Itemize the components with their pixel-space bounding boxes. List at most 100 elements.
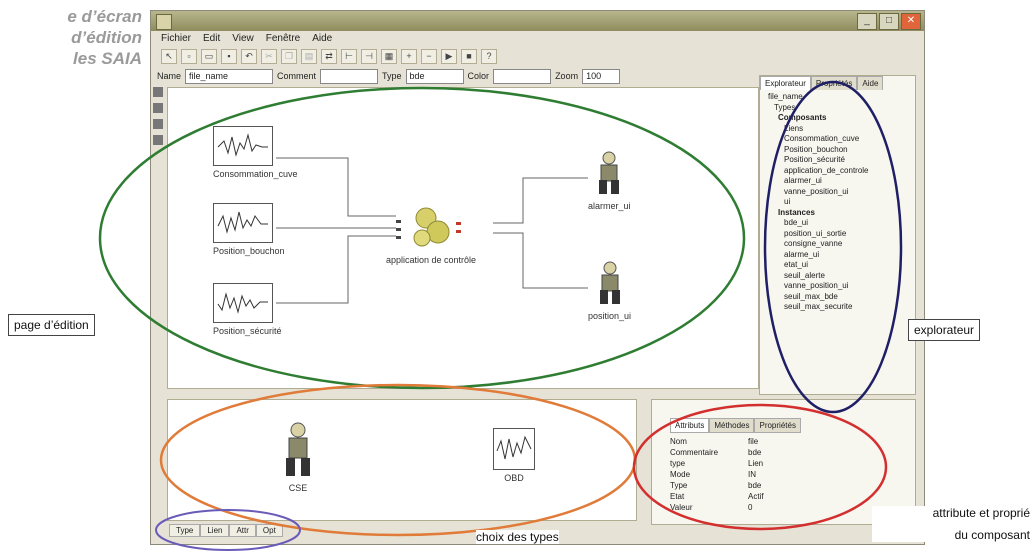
tree-item[interactable]: bde_ui: [784, 218, 809, 227]
attr-value: Actif: [748, 492, 764, 501]
minimize-button[interactable]: _: [857, 13, 877, 30]
component-position-bouchon[interactable]: Position_bouchon: [213, 203, 285, 256]
color-field[interactable]: [493, 68, 552, 84]
caption-line-3: les SAIA: [73, 49, 142, 68]
tree-item[interactable]: ui: [784, 197, 791, 206]
caption: e d’écran d’édition les SAIA: [0, 6, 142, 69]
tab-methods[interactable]: Méthodes: [709, 418, 755, 433]
callout-page-edition: page d’édition: [8, 314, 95, 336]
type-label: CSE: [288, 483, 308, 493]
link-icon[interactable]: ⇄: [321, 48, 337, 64]
tree-item[interactable]: Consommation_cuve: [784, 134, 860, 143]
maximize-button[interactable]: □: [879, 13, 899, 30]
attr-value: 0: [748, 503, 753, 512]
caption-line-2: d’édition: [71, 28, 142, 47]
control-app-icon: [396, 207, 462, 247]
caption-line-1: e d’écran: [67, 7, 142, 26]
cut-icon[interactable]: ✂: [261, 48, 277, 64]
tab-properties[interactable]: Propriétés: [810, 76, 858, 90]
comment-field[interactable]: [320, 68, 379, 84]
menu-edit[interactable]: Edit: [203, 33, 221, 44]
zoom-out-icon[interactable]: −: [421, 48, 437, 64]
tree-item[interactable]: vanne_position_ui: [784, 186, 849, 196]
tree-item[interactable]: etat_ui: [784, 260, 809, 269]
tree-item[interactable]: Position_sécurité: [784, 155, 845, 164]
tree-item[interactable]: alarmer_ui: [784, 176, 822, 185]
component-alarmer[interactable]: alarmer_ui: [588, 150, 631, 211]
tree-item[interactable]: seuil_alerte: [784, 270, 825, 280]
type-label: OBD: [504, 473, 524, 483]
attr-key: Etat: [670, 492, 685, 501]
tree-item[interactable]: vanne_position_ui: [784, 281, 849, 290]
tree-item[interactable]: Types: [774, 102, 796, 112]
zoom-field[interactable]: 100: [582, 68, 621, 84]
tree-root[interactable]: file_name: [768, 92, 803, 101]
grid-icon[interactable]: ▦: [381, 48, 397, 64]
help-icon[interactable]: ?: [481, 48, 497, 64]
tree-item[interactable]: seuil_max_securite: [784, 302, 853, 311]
type-item-obd[interactable]: OBD: [493, 428, 535, 483]
color-label: Color: [467, 71, 490, 81]
move-tool-icon[interactable]: [153, 103, 163, 113]
tree-item[interactable]: seuil_max_bde: [784, 291, 838, 301]
tab-properties[interactable]: Propriétés: [754, 418, 801, 433]
signal-chart-icon: [213, 283, 273, 323]
menu-help[interactable]: Aide: [312, 33, 333, 44]
attr-value: bde: [748, 481, 762, 490]
type-item-cse[interactable]: CSE: [276, 420, 320, 493]
delete-tool-icon[interactable]: [153, 135, 163, 145]
component-label: Position_sécurité: [213, 326, 282, 336]
component-application[interactable]: application de contrôle: [386, 200, 476, 265]
component-label: position_ui: [588, 311, 632, 321]
tree-item[interactable]: application_de_controle: [784, 165, 869, 175]
name-label: Name: [157, 71, 182, 81]
align-right-icon[interactable]: ⊣: [361, 48, 377, 64]
stop-icon[interactable]: ■: [461, 48, 477, 64]
component-consommation[interactable]: Consommation_cuve: [213, 126, 298, 179]
paste-icon[interactable]: ▤: [301, 48, 317, 64]
component-label: application de contrôle: [386, 255, 477, 265]
tree-item[interactable]: Position_bouchon: [784, 144, 848, 154]
undo-icon[interactable]: ↶: [241, 48, 257, 64]
pointer-tool-icon[interactable]: ↖: [161, 48, 177, 64]
menu-file[interactable]: Fichier: [161, 33, 192, 44]
type-field[interactable]: bde: [405, 68, 464, 84]
zoom-in-icon[interactable]: +: [401, 48, 417, 64]
comment-label: Comment: [277, 71, 317, 81]
tree-item[interactable]: Liens: [784, 123, 804, 133]
tree-item[interactable]: position_ui_sortie: [784, 228, 847, 238]
component-position-ui[interactable]: position_ui: [588, 260, 631, 321]
component-position-securite[interactable]: Position_sécurité: [213, 283, 282, 336]
edit-page[interactable]: Consommation_cuve Position_bouchon Posit…: [167, 87, 759, 389]
component-label: Position_bouchon: [213, 246, 285, 256]
tree-item[interactable]: Composants: [778, 113, 827, 122]
attribute-row[interactable]: Etat Actif: [670, 491, 915, 502]
tree-item[interactable]: Instances: [778, 207, 815, 217]
connect-tool-icon[interactable]: [153, 119, 163, 129]
tree-item[interactable]: consigne_vanne: [784, 239, 843, 248]
align-left-icon[interactable]: ⊢: [341, 48, 357, 64]
copy-icon[interactable]: ❐: [281, 48, 297, 64]
save-icon[interactable]: ▪: [221, 48, 237, 64]
tab-attributes[interactable]: Attributs: [670, 418, 710, 433]
type-label: Type: [382, 71, 402, 81]
new-file-icon[interactable]: ▫: [181, 48, 197, 64]
name-field[interactable]: file_name: [185, 68, 274, 84]
tab-help[interactable]: Aide: [857, 76, 884, 90]
open-file-icon[interactable]: ▭: [201, 48, 217, 64]
attr-key: Nom: [670, 437, 687, 446]
select-tool-icon[interactable]: [153, 87, 163, 97]
play-icon[interactable]: ▶: [441, 48, 457, 64]
menu-window[interactable]: Fenêtre: [265, 33, 301, 44]
close-button[interactable]: ✕: [901, 13, 921, 30]
tree-item[interactable]: alarme_ui: [784, 249, 820, 259]
tab-explorer[interactable]: Explorateur: [760, 76, 811, 90]
menu-view[interactable]: View: [232, 33, 254, 44]
attr-value: bde: [748, 448, 762, 457]
